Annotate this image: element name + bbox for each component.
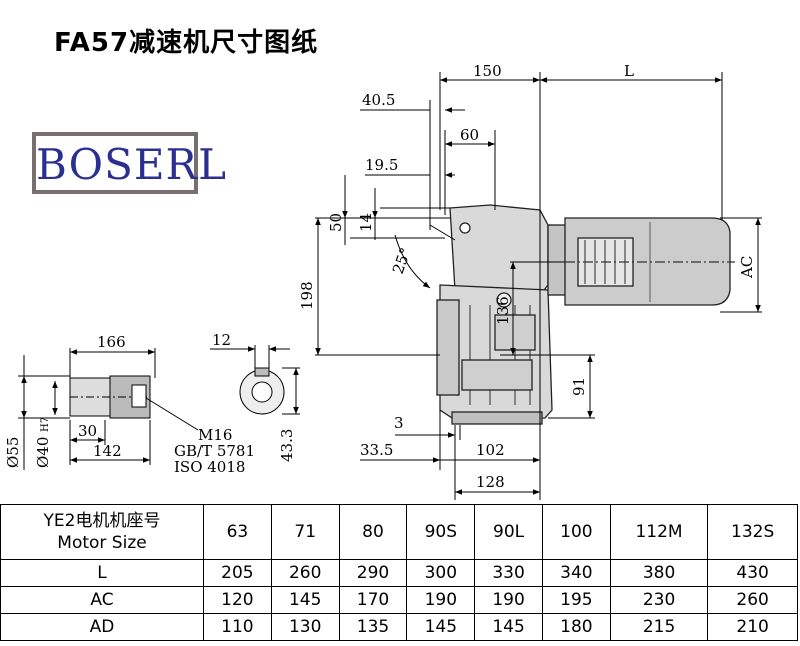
dim-43-3: 43.3 [278, 429, 296, 462]
size-cell: 100 [541, 504, 611, 560]
dim-150: 150 [473, 62, 502, 80]
motor [547, 217, 735, 306]
table-row: AD 110 130 135 145 145 180 215 210 [0, 613, 798, 641]
dim-128: 128 [476, 473, 505, 491]
dim-198: 198 [298, 281, 316, 310]
table-row: AC 120 145 170 190 190 195 230 260 [0, 586, 798, 614]
table-header-label: YE2电机机座号 Motor Size [0, 504, 204, 560]
dim-AC: AC [738, 256, 756, 279]
dimension-drawing: 150 L 40.5 60 19.5 50 14 25° AC 198 136 … [4, 62, 762, 500]
dim-dia-55: Ø55 [4, 437, 22, 468]
value-cell: 330 [474, 559, 543, 587]
dim-91: 91 [570, 377, 588, 396]
size-cell: 112M [609, 504, 709, 560]
row-label: AC [0, 586, 204, 614]
dim-25-deg: 25° [389, 245, 415, 276]
page-title: FA57减速机尺寸图纸 [54, 28, 319, 58]
dimension-lines [315, 72, 762, 500]
value-cell: 380 [609, 559, 709, 587]
header-cn: YE2电机机座号 [43, 511, 161, 531]
dim-166: 166 [97, 333, 126, 351]
value-cell: 195 [541, 586, 611, 614]
value-cell: 145 [474, 613, 543, 641]
shaft-end-view [210, 345, 300, 415]
value-cell: 340 [541, 559, 611, 587]
dim-30: 30 [78, 422, 97, 440]
value-cell: 190 [406, 586, 476, 614]
dim-14: 14 [357, 213, 375, 232]
dim-142: 142 [93, 442, 122, 460]
value-cell: 260 [270, 559, 340, 587]
dim-iso-standard: ISO 4018 [174, 458, 245, 476]
size-cell: 132S [707, 504, 798, 560]
dim-33-5: 33.5 [360, 441, 393, 459]
size-cell: 80 [338, 504, 408, 560]
value-cell: 260 [707, 586, 798, 614]
dim-60: 60 [460, 126, 479, 144]
header-en: Motor Size [57, 533, 147, 553]
value-cell: 180 [541, 613, 611, 641]
brand-logo: BOSERL [32, 132, 226, 194]
value-cell: 170 [338, 586, 408, 614]
value-cell: 290 [338, 559, 408, 587]
value-cell: 230 [609, 586, 709, 614]
value-cell: 110 [203, 613, 272, 641]
dim-M16: M16 [198, 426, 232, 444]
value-cell: 120 [203, 586, 272, 614]
value-cell: 210 [707, 613, 798, 641]
value-cell: 430 [707, 559, 798, 587]
dim-L: L [624, 62, 634, 80]
row-label: AD [0, 613, 204, 641]
dim-gb-standard: GB/T 5781 [174, 442, 255, 460]
size-cell: 90L [474, 504, 543, 560]
row-label: L [0, 559, 204, 587]
size-cell: 90S [406, 504, 476, 560]
dim-136: 136 [494, 296, 512, 325]
value-cell: 130 [270, 613, 340, 641]
dim-19-5: 19.5 [365, 156, 398, 174]
size-cell: 71 [270, 504, 340, 560]
value-cell: 300 [406, 559, 476, 587]
value-cell: 145 [270, 586, 340, 614]
dim-40-5: 40.5 [362, 91, 395, 109]
dim-dia-40: Ø40 [34, 437, 52, 468]
value-cell: 145 [406, 613, 476, 641]
dim-12: 12 [212, 331, 231, 349]
value-cell: 215 [609, 613, 709, 641]
size-cell: 63 [203, 504, 272, 560]
table-header-row: YE2电机机座号 Motor Size 63 71 80 90S 90L 100… [0, 504, 798, 560]
dim-3: 3 [394, 414, 404, 432]
table-row: L 205 260 290 300 330 340 380 430 [0, 559, 798, 587]
shaft-detail [18, 348, 199, 470]
value-cell: 190 [474, 586, 543, 614]
dim-102: 102 [476, 441, 505, 459]
dim-50: 50 [327, 213, 345, 232]
value-cell: 205 [203, 559, 272, 587]
value-cell: 135 [338, 613, 408, 641]
motor-size-table: YE2电机机座号 Motor Size 63 71 80 90S 90L 100… [0, 504, 798, 641]
dim-h7-tolerance: H7 [40, 417, 51, 432]
